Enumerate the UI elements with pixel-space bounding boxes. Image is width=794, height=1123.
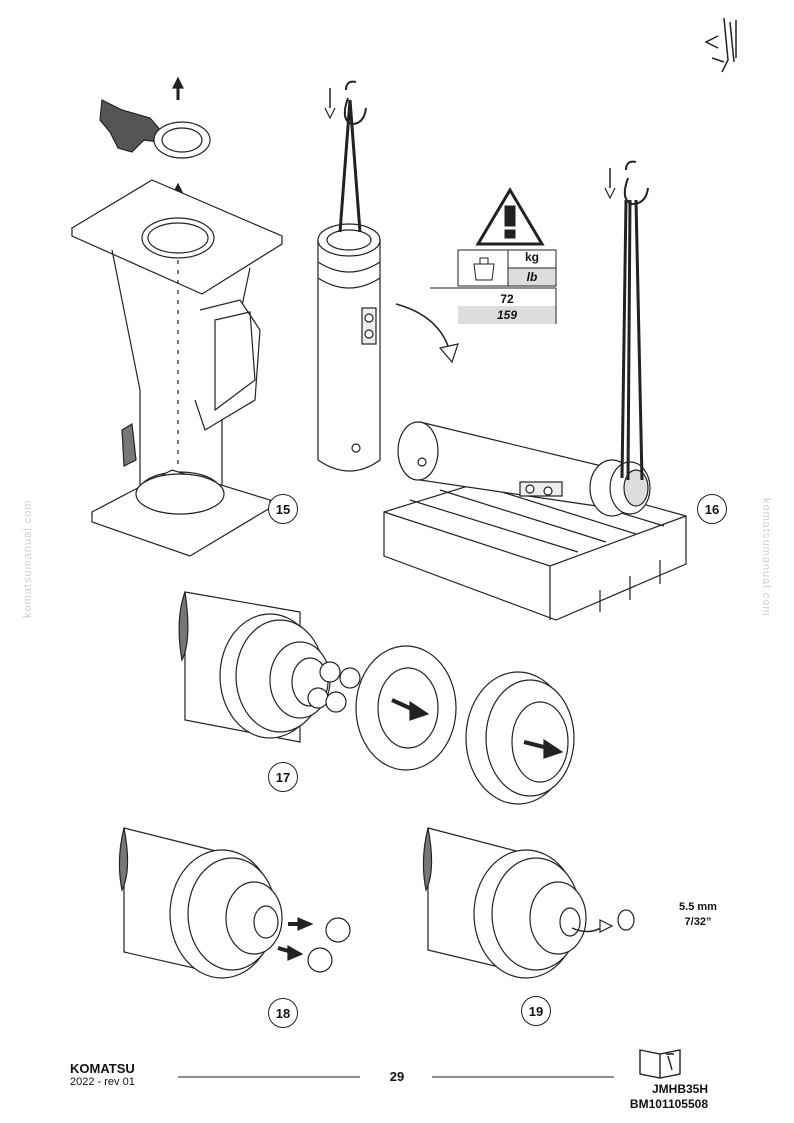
weight-value-lb: 159 [496, 308, 518, 322]
footer-revision: 2022 - rev 01 [70, 1076, 135, 1088]
footer-code: BM101105508 [629, 1097, 708, 1111]
watermark-right: komatsumanual.com [760, 498, 772, 617]
figure-label-15: 15 [268, 494, 298, 524]
figure-label-16: 16 [697, 494, 727, 524]
figure-label-17: 17 [268, 762, 298, 792]
page-number: 29 [389, 1069, 405, 1084]
unit-lb: lb [526, 270, 538, 284]
weight-value-kg: 72 [500, 292, 514, 306]
unit-kg: kg [524, 250, 539, 264]
watermark-left: komatsumanual.com [22, 499, 34, 619]
footer-brand: KOMATSU [70, 1061, 135, 1076]
spec-metric: 5.5 mm [679, 901, 717, 913]
hand-illustration [99, 99, 163, 153]
figure-label-18: 18 [268, 998, 298, 1028]
figure-label-19: 19 [521, 996, 551, 1026]
spec-label: 5.5 mm 7/32” [668, 900, 728, 930]
footer-model: JMHB35H [651, 1082, 708, 1096]
spec-imperial: 7/32” [684, 916, 712, 928]
